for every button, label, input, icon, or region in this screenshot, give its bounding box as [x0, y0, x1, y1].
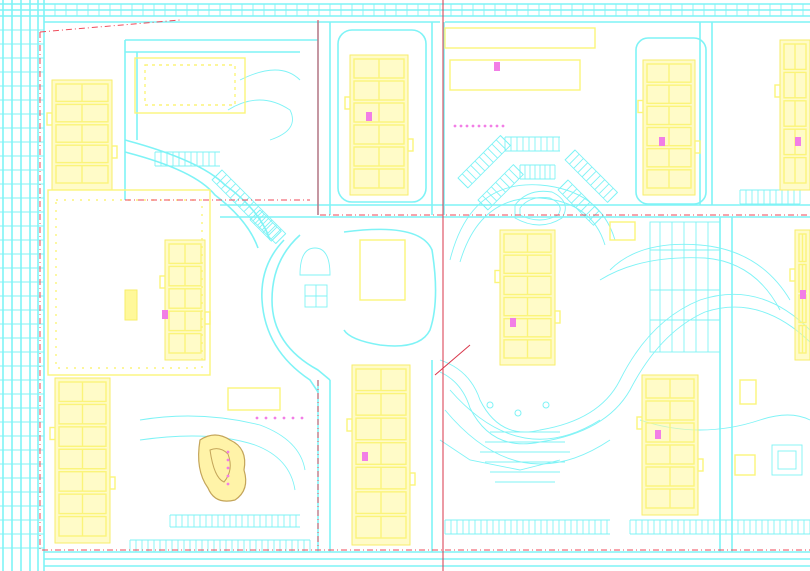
- left-road-grid: [0, 0, 45, 571]
- residential-buildings: [46, 39, 810, 546]
- central-left-plaza: [47, 27, 757, 476]
- diagonal-parking-stalls: [211, 134, 619, 245]
- landscape-paths: [139, 69, 810, 491]
- tree-dots: [226, 124, 550, 486]
- site-boundary: [39, 0, 810, 571]
- top-road-grid: [0, 3, 810, 23]
- rock-garden: [198, 434, 247, 502]
- bottom-road: [44, 551, 810, 567]
- unit-markers: [162, 62, 806, 461]
